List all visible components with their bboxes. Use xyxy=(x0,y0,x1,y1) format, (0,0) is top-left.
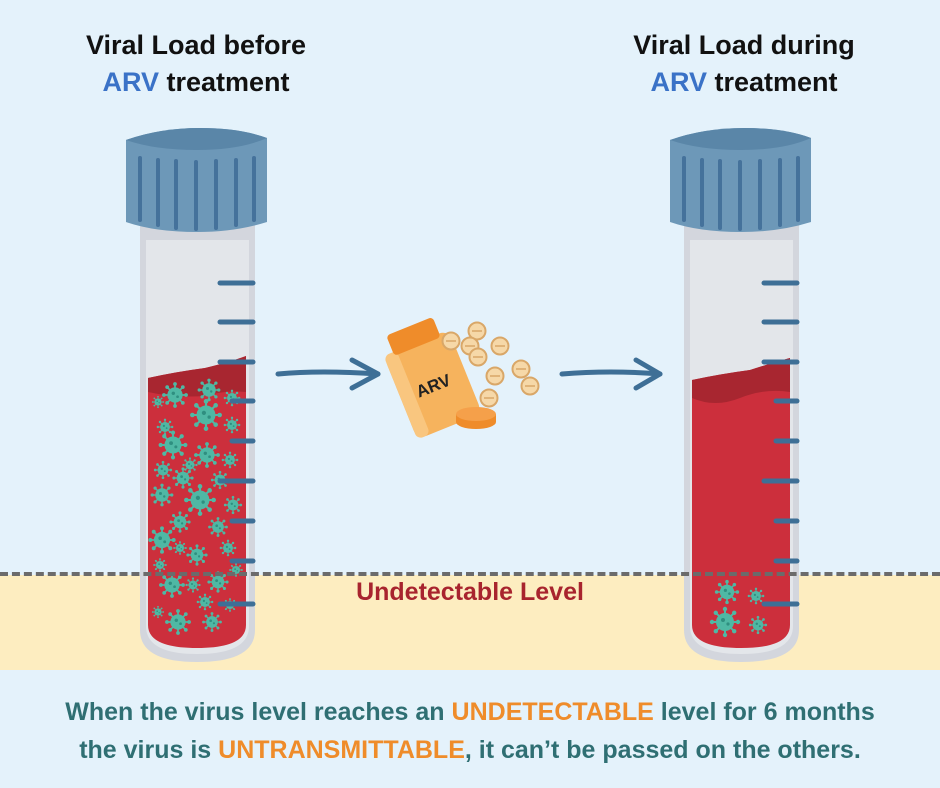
undetectable-level-label: Undetectable Level xyxy=(356,578,584,606)
during-title-line1: Viral Load during xyxy=(633,30,855,60)
caption-background xyxy=(0,670,940,788)
arrow-right-icon xyxy=(275,357,381,391)
test-tube-icon xyxy=(126,128,267,662)
during-title-line2: ARV treatment xyxy=(594,64,894,101)
before-arv-text: ARV xyxy=(102,67,159,97)
caption-highlight-untransmittable: UNTRANSMITTABLE xyxy=(218,736,465,764)
caption-highlight-undetectable: UNDETECTABLE xyxy=(451,698,654,726)
caption-part3: the virus is xyxy=(79,736,219,764)
pill-bottle-icon: ARV xyxy=(385,318,496,438)
caption-line2: the virus is UNTRANSMITTABLE, it can’t b… xyxy=(10,731,930,769)
caption-line1: When the virus level reaches an UNDETECT… xyxy=(10,693,930,731)
caption-part4: , it can’t be passed on the others. xyxy=(464,736,861,764)
before-treatment-title: Viral Load before ARV treatment xyxy=(46,27,346,101)
undetectable-threshold-line xyxy=(0,572,940,576)
during-treatment-title: Viral Load during ARV treatment xyxy=(594,27,894,101)
test-tube-icon xyxy=(670,128,811,662)
before-treatment-text: treatment xyxy=(166,67,290,97)
before-title-line2: ARV treatment xyxy=(46,64,346,101)
during-treatment-text: treatment xyxy=(714,67,838,97)
before-title-line1: Viral Load before xyxy=(85,30,307,60)
caption: When the virus level reaches an UNDETECT… xyxy=(10,693,930,769)
arrow-right-icon xyxy=(559,357,663,391)
caption-part1: When the virus level reaches an xyxy=(65,698,452,726)
during-arv-text: ARV xyxy=(650,67,707,97)
caption-part2: level for 6 months xyxy=(653,698,875,726)
